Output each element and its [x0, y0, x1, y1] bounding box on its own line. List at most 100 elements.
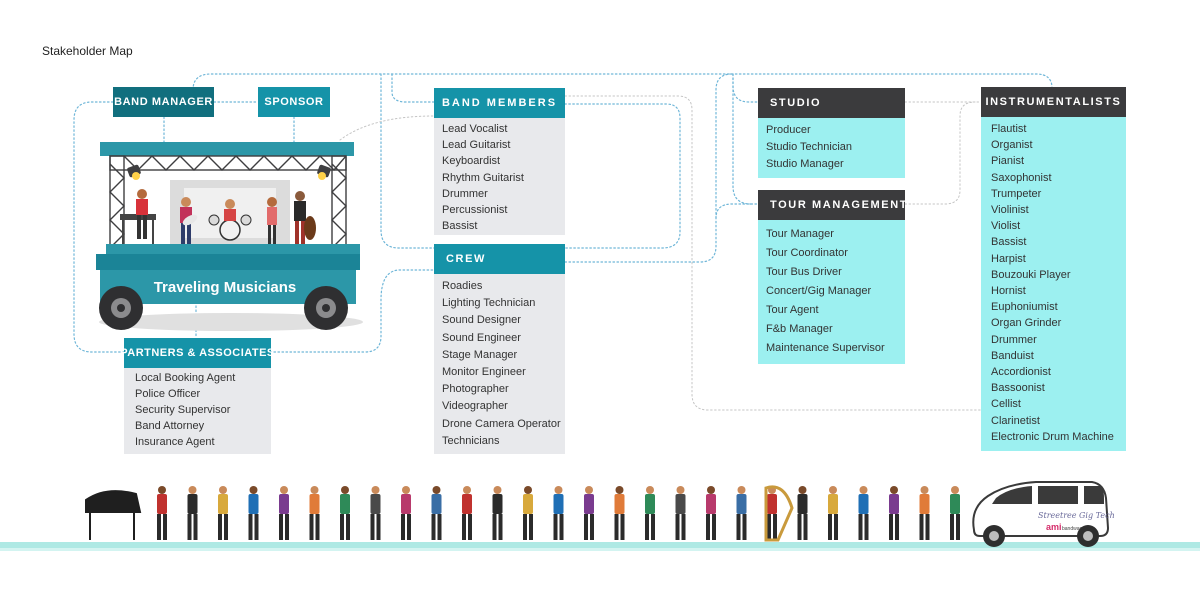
tour-van: Streetree Gig Tech ami bandwagon: [972, 481, 1115, 547]
list-item: Banduist: [991, 349, 1034, 362]
list-item: Technicians: [442, 434, 500, 447]
list-item: Organist: [991, 139, 1033, 152]
list-item: Bassist: [442, 220, 478, 233]
harp-figure: [764, 485, 794, 542]
list-item: Monitor Engineer: [442, 366, 526, 379]
stage-light-left: [127, 164, 141, 180]
musician-figure: [736, 486, 747, 540]
instrumentalists-header: INSTRUMENTALISTS: [981, 87, 1126, 117]
musician-figure: [889, 486, 899, 540]
band-members-header: BAND MEMBERS: [434, 88, 565, 118]
musician-figure: [828, 486, 838, 540]
list-item: Percussionist: [442, 204, 508, 217]
list-item: Sound Engineer: [442, 331, 521, 344]
musician-figure: [340, 486, 350, 540]
list-item: Bouzouki Player: [991, 268, 1071, 281]
musician-figure: [218, 486, 228, 540]
van-brand: ami: [1046, 522, 1062, 532]
musician-figure: [187, 486, 198, 540]
list-item: Drummer: [442, 187, 488, 200]
musician-figure: [248, 486, 259, 540]
list-item: Tour Bus Driver: [766, 266, 842, 278]
wheel-right: [304, 286, 348, 330]
musician-figure: [523, 486, 533, 540]
musician-figure: [919, 486, 930, 540]
sponsor-header: SPONSOR: [258, 87, 330, 117]
musician-figure: [950, 486, 960, 540]
list-item: Insurance Agent: [135, 436, 215, 448]
musician-figure: [370, 486, 381, 540]
list-item: Drummer: [991, 333, 1037, 346]
list-item: Euphoniumist: [991, 301, 1058, 314]
stage-banner-text: Traveling Musicians: [154, 279, 297, 296]
partners-header: PARTNERS & ASSOCIATES: [120, 338, 274, 368]
list-item: Organ Grinder: [991, 317, 1062, 330]
list-item: Trumpeter: [991, 187, 1042, 200]
musician-figure: [645, 486, 655, 540]
list-item: Accordionist: [991, 366, 1051, 379]
van-wheel-rear: [1077, 525, 1099, 547]
stage-roof: [100, 142, 354, 156]
musician-figure: [309, 486, 320, 540]
musician-figure: [584, 486, 594, 540]
studio-header: STUDIO: [758, 88, 905, 118]
truss-left: [109, 155, 347, 251]
list-item: Lead Vocalist: [442, 123, 508, 135]
list-item: Hornist: [991, 285, 1026, 298]
stage-light-right: [317, 164, 331, 180]
list-item: Maintenance Supervisor: [766, 342, 885, 354]
list-item: Lead Guitarist: [442, 139, 511, 152]
musician-figure: [675, 486, 686, 540]
musicians-row: [85, 485, 960, 542]
list-item: Clarinetist: [991, 414, 1040, 427]
musician-figure: [157, 486, 167, 540]
list-item: Flautist: [991, 123, 1027, 135]
list-item: Saxophonist: [991, 171, 1052, 184]
list-item: Photographer: [442, 383, 509, 396]
list-item: Concert/Gig Manager: [766, 285, 872, 297]
list-item: Drone Camera Operator: [442, 417, 561, 430]
list-item: Violist: [991, 220, 1021, 233]
list-item: Band Attorney: [135, 420, 205, 432]
list-item: F&b Manager: [766, 323, 833, 335]
wheel-left: [99, 286, 143, 330]
list-item: Tour Manager: [766, 228, 834, 240]
musician-figure: [431, 486, 442, 540]
musician-figure: [401, 486, 411, 540]
musician-figure: [462, 486, 472, 540]
musician-figure: [492, 486, 503, 540]
list-item: Cellist: [991, 398, 1021, 411]
stage-floor: [106, 244, 360, 254]
list-item: Studio Manager: [766, 158, 844, 170]
van-brand-suffix: bandwagon: [1062, 526, 1088, 532]
page-title: Stakeholder Map: [42, 44, 133, 58]
list-item: Violinist: [991, 204, 1029, 217]
list-item: Keyboardist: [442, 155, 501, 168]
musician-figure: [614, 486, 625, 540]
piano-figure: [85, 490, 142, 540]
list-item: Security Supervisor: [135, 404, 231, 416]
list-item: Sound Designer: [442, 314, 521, 327]
van-wheel-front: [983, 525, 1005, 547]
list-item: Studio Technician: [766, 141, 853, 153]
list-item: Local Booking Agent: [135, 372, 236, 384]
list-item: Stage Manager: [442, 348, 518, 361]
list-item: Bassoonist: [991, 382, 1045, 395]
list-item: Producer: [766, 124, 811, 136]
van-text: Streetree Gig Tech: [1038, 511, 1115, 520]
crew-header: CREW: [434, 244, 565, 274]
musician-figure: [553, 486, 564, 540]
list-item: Roadies: [442, 280, 483, 292]
list-item: Pianist: [991, 155, 1025, 168]
musician-figure: [797, 486, 808, 540]
band-manager-header: BAND MANAGER: [113, 87, 214, 117]
list-item: Tour Coordinator: [766, 247, 848, 259]
stage-musicians: [120, 189, 316, 246]
